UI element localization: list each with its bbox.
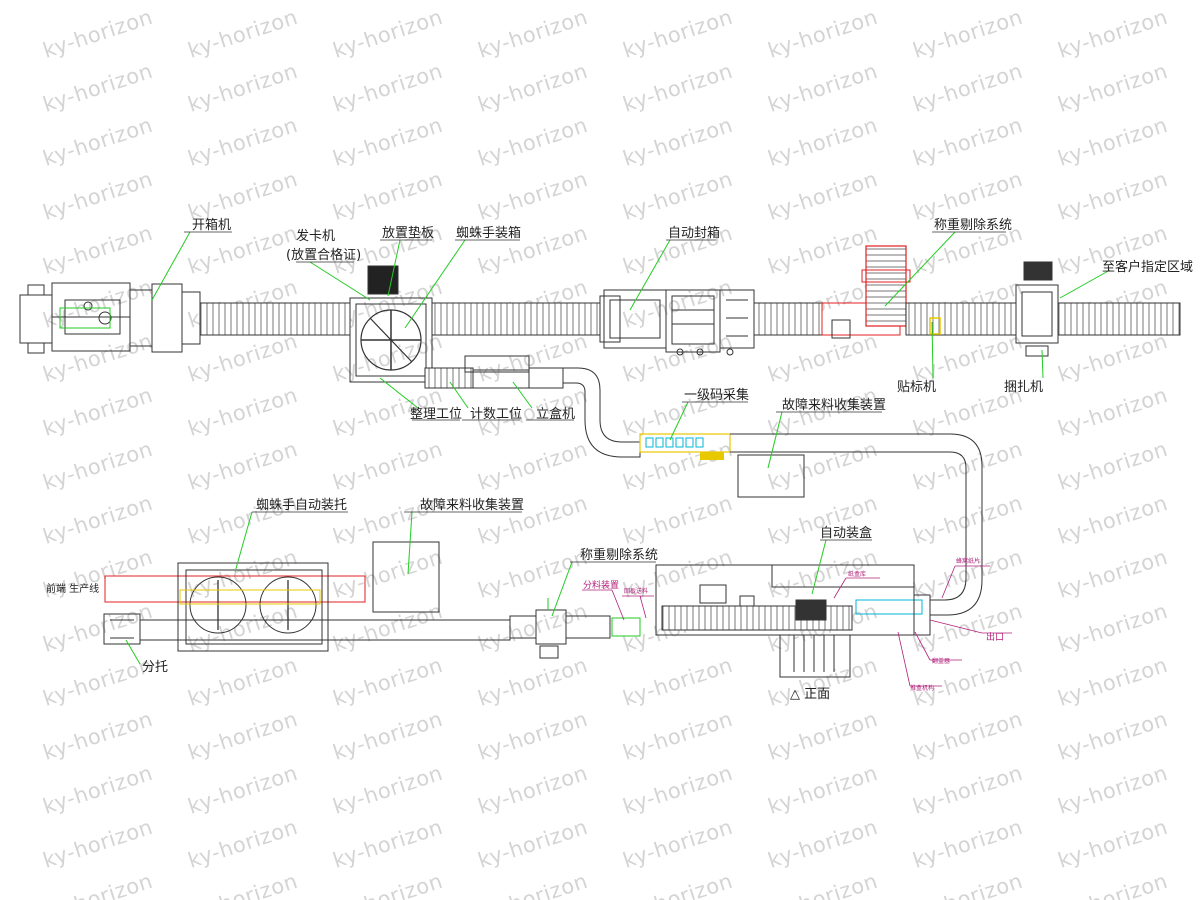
label-auto-boxing: 自动装盒 — [820, 525, 872, 541]
conveyor-2 — [431, 302, 601, 336]
label-exit: 出口 — [986, 631, 1004, 643]
fault-collect-box-top — [737, 454, 805, 498]
label-spider-case-pack: 蜘蛛手装箱 — [456, 225, 521, 241]
strapper-machine — [1015, 261, 1059, 357]
label-return-plate: 回板送料 — [624, 587, 648, 595]
label-place-pad: 放置垫板 — [382, 225, 434, 241]
label-sm-top-right: 蜂窝纸片 — [956, 557, 980, 565]
label-strapper: 捆扎机 — [1004, 380, 1043, 395]
label-front-line: 前端 生产线 — [46, 582, 99, 595]
leader-lines — [125, 231, 1111, 665]
magenta-leaders — [582, 565, 1012, 687]
label-weigh-reject-top: 称重剔除系统 — [934, 217, 1012, 233]
label-box-erector: 立盒机 — [536, 406, 575, 422]
label-card-dispenser: 发卡机 — [296, 228, 335, 244]
label-fault-collect-top: 故障来料收集装置 — [782, 397, 886, 413]
conveyor-5 — [1057, 302, 1181, 336]
conveyor-3 — [753, 302, 823, 336]
label-auto-seal: 自动封箱 — [668, 225, 720, 241]
label-card-dispenser-note: (放置合格证) — [286, 247, 361, 263]
box-erector-line — [424, 355, 564, 389]
label-sm-2: 翻盖器 — [932, 657, 950, 665]
label-split-device: 分料装置 — [583, 579, 619, 591]
auto-sealer-machine — [599, 289, 755, 356]
conveyor-1 — [199, 302, 351, 336]
return-curve — [929, 433, 983, 616]
primary-code-station — [639, 433, 731, 453]
label-weigh-reject-bottom: 称重剔除系统 — [580, 547, 658, 563]
label-primary-code: 一级码采集 — [684, 387, 749, 403]
label-counting-station: 计数工位 — [470, 407, 522, 422]
auto-boxing-machine — [655, 564, 931, 678]
label-sorting-station: 整理工位 — [410, 407, 462, 422]
label-fault-collect-bottom: 故障来料收集装置 — [420, 497, 524, 513]
curved-conveyor-1 — [563, 367, 641, 458]
front-production-line-red — [104, 575, 366, 603]
tray-split-unit — [103, 613, 141, 645]
weigh-reject-bottom-unit — [509, 598, 611, 659]
label-labeler: 贴标机 — [897, 380, 936, 395]
case-erector-machine — [19, 282, 201, 354]
spider-palletize-cell — [177, 562, 329, 652]
label-case-erector: 开箱机 — [192, 217, 231, 233]
label-sm-3: 推盒机构 — [910, 684, 934, 692]
weigh-reject-top-unit — [861, 245, 911, 327]
label-sm-1: 纸盒库 — [848, 570, 866, 578]
diagram-labels: 开箱机 发卡机 (放置合格证) 放置垫板 蜘蛛手装箱 自动封箱 称重剔除系统 至… — [46, 217, 1193, 702]
pallet-conveyor — [139, 619, 511, 641]
label-spider-palletize: 蜘蛛手自动装托 — [256, 498, 347, 513]
label-front-view: △ 正面 — [790, 687, 830, 702]
fault-collect-box-bottom — [372, 541, 440, 613]
label-tray-split: 分托 — [142, 660, 168, 675]
conveyor-4 — [905, 302, 1017, 336]
label-customer-area: 至客户指定区域 — [1102, 259, 1193, 275]
